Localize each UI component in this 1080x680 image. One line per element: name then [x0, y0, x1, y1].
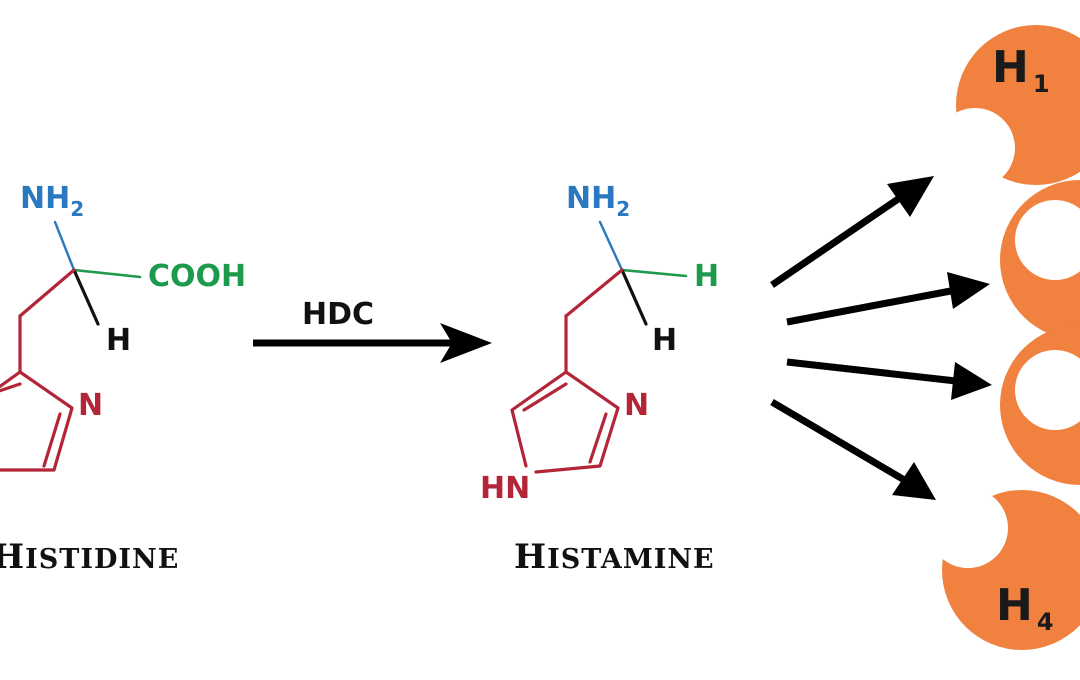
histidine-name: HISTIDINE — [0, 537, 179, 577]
receptor-h3-shape — [1000, 325, 1080, 485]
arrow-to-h3 — [786, 358, 992, 400]
histamine-ring-double-bond-1 — [522, 382, 568, 412]
histamine-name: HISTAMINE — [514, 537, 715, 577]
histamine-h-green-label: H — [694, 259, 719, 294]
receptor-h4-shape — [942, 490, 1080, 650]
histamine-ring-n-label: N — [624, 388, 649, 423]
histamine-molecule: NH2 H H N HN HISTAMINE — [480, 181, 719, 577]
arrow-to-h3-shaft — [786, 358, 957, 385]
arrow-to-h1-head — [887, 176, 934, 217]
reaction-arrow: HDC — [253, 297, 492, 363]
receptor-h3 — [1000, 325, 1080, 485]
arrow-to-h4 — [770, 398, 936, 500]
histamine-imidazole-ring-left — [510, 370, 568, 468]
histidine-c-n-bond — [53, 220, 76, 272]
histamine-c-ch2-bond — [564, 268, 624, 318]
arrow-to-h2-shaft — [786, 286, 957, 326]
arrow-to-h4-shaft — [770, 398, 908, 485]
arrow-to-h2 — [786, 272, 990, 326]
histidine-h-label: H — [106, 323, 131, 358]
histidine-cooh-label: COOH — [148, 259, 246, 294]
histidine-ring-double-bond-2 — [42, 412, 62, 468]
histidine-ring-double-bond-1 — [0, 382, 22, 393]
histidine-c-ch2-bond — [18, 268, 76, 318]
arrow-to-h3-head — [951, 362, 992, 400]
histamine-c-n-bond — [598, 220, 624, 272]
receptor-h2-shape — [1000, 180, 1080, 340]
arrow-to-h4-head — [892, 462, 936, 500]
histamine-nh2-label: NH2 — [566, 181, 630, 221]
enzyme-label: HDC — [302, 297, 374, 332]
histamine-ring-double-bond-2 — [588, 412, 608, 464]
histidine-ring-n-label: N — [78, 388, 103, 423]
receptor-h1-shape — [956, 25, 1080, 185]
arrow-to-h1-shaft — [770, 192, 906, 288]
histidine-imidazole-ring — [0, 370, 74, 472]
histidine-c-cooh-bond — [72, 268, 142, 279]
reaction-arrow-head — [440, 323, 492, 363]
arrow-to-h1 — [770, 176, 934, 288]
histidine-nh2-label: NH2 — [20, 181, 84, 221]
receptor-arrows — [770, 176, 992, 500]
histidine-molecule: NH2 COOH H N HISTIDINE — [0, 181, 246, 577]
arrow-to-h2-head — [947, 272, 990, 309]
histamine-c-h-green-bond — [620, 268, 688, 278]
histamine-h-label: H — [652, 323, 677, 358]
histidine-c-h-bond — [72, 268, 100, 326]
receptor-h2 — [1000, 180, 1080, 340]
histamine-imidazole-ring — [534, 370, 620, 474]
histamine-ring-hn-label: HN — [480, 471, 530, 506]
histamine-c-h-bond — [620, 268, 648, 326]
